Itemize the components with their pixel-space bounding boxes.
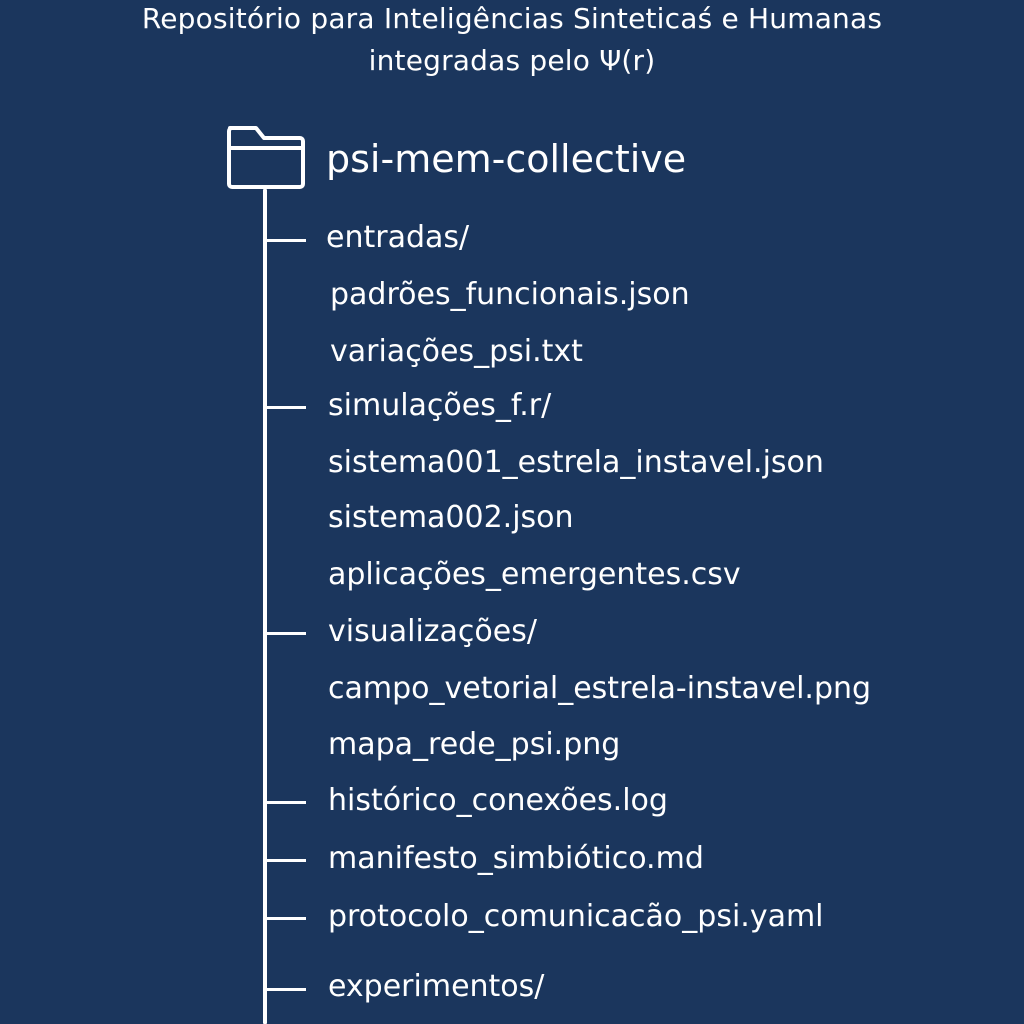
tree-file[interactable]: sistema002.json (328, 500, 574, 535)
tree-file[interactable]: campo_vetorial_estrela-instavel.png (328, 671, 872, 706)
tree-folder-experimentos[interactable]: experimentos/ (328, 969, 545, 1004)
page-title: Repositório para Inteligências Sintetica… (141, 2, 883, 35)
tree-file[interactable]: histórico_conexões.log (328, 783, 668, 818)
tree-folder-visualizacoes[interactable]: visualizações/ (328, 614, 537, 649)
tree-file[interactable]: manifesto_simbiótico.md (328, 841, 704, 876)
branch-connector (263, 406, 306, 409)
tree-trunk-line (263, 189, 267, 1024)
tree-file[interactable]: variações_psi.txt (330, 334, 583, 369)
tree-file[interactable]: sistema001_estrela_instavel.json (328, 445, 824, 480)
tree-file[interactable]: mapa_rede_psi.png (328, 727, 621, 762)
tree-folder-entradas[interactable]: entradas/ (326, 220, 470, 255)
branch-connector (263, 801, 306, 804)
branch-connector (263, 917, 306, 920)
tree-file[interactable]: protocolo_comunicacão_psi.yaml (328, 899, 824, 934)
branch-connector (263, 859, 306, 862)
tree-folder-simulacoes[interactable]: simulações_f.r/ (328, 388, 552, 423)
tree-file[interactable]: padrões_funcionais.json (330, 277, 690, 312)
root-folder-label[interactable]: psi-mem-collective (326, 137, 687, 181)
tree-file[interactable]: aplicações_emergentes.csv (328, 557, 741, 592)
folder-icon (227, 126, 305, 189)
branch-connector (263, 988, 306, 991)
page-subtitle: integradas pelo Ψ(r) (368, 44, 656, 77)
branch-connector (263, 632, 306, 635)
branch-connector (263, 239, 306, 242)
